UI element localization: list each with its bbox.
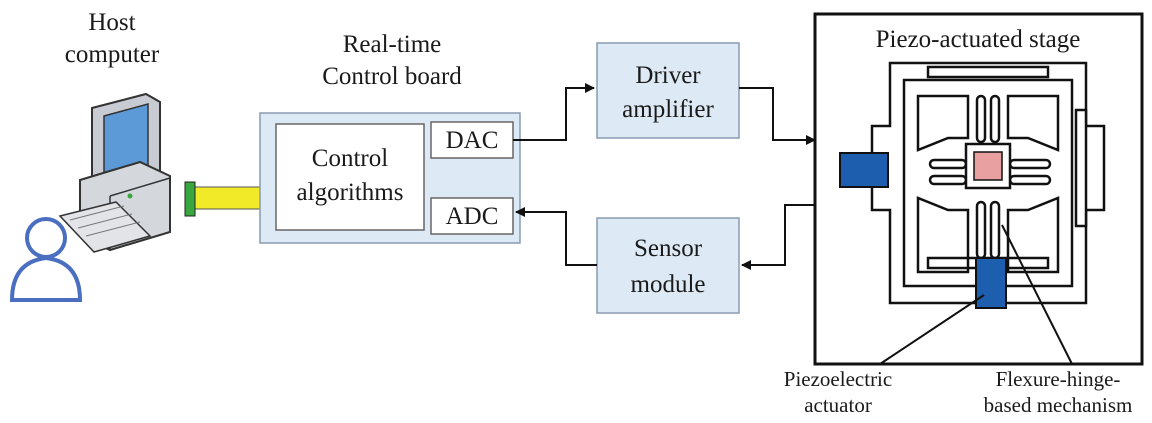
host-label-line2: computer: [65, 41, 160, 68]
host-computer-icon: [58, 92, 171, 253]
sensor-line2: module: [631, 271, 706, 298]
piezo-annotation-line2: actuator: [804, 393, 872, 417]
dac-label: DAC: [446, 127, 499, 154]
control-algorithms-box: [275, 123, 425, 231]
piezo-annotation-line1: Piezoelectric: [784, 367, 892, 391]
flexure-leader-line: [1001, 224, 1073, 365]
driver-amplifier-box: [596, 42, 740, 139]
piezo-actuator-y: [975, 257, 1007, 309]
sensor-module-box: [596, 217, 740, 314]
control-algorithms-line1: Control: [312, 145, 388, 172]
sensor-line1: Sensor: [634, 235, 703, 262]
dac-to-driver-arrow: [513, 83, 595, 141]
board-title-line2: Control board: [322, 63, 462, 90]
user-icon: [9, 217, 83, 302]
dac-box: [430, 121, 514, 159]
data-cable: [184, 181, 273, 217]
flexure-annotation-line2: based mechanism: [984, 393, 1133, 417]
piezo-leader-line: [879, 294, 985, 365]
sensor-to-adc-arrow: [515, 207, 597, 266]
signal-arrows: [513, 83, 816, 270]
stage-to-sensor-arrow: [741, 204, 815, 270]
driver-to-stage-arrow: [739, 87, 816, 145]
driver-line1: Driver: [635, 62, 701, 89]
piezo-actuator-x: [839, 152, 889, 188]
host-label-line1: Host: [88, 9, 135, 36]
board-title-line1: Real-time: [343, 31, 442, 58]
control-algorithms-line2: algorithms: [297, 179, 404, 206]
adc-label: ADC: [446, 203, 499, 230]
flexure-annotation-line1: Flexure-hinge-: [996, 367, 1121, 391]
stage-title: Piezo-actuated stage: [876, 26, 1081, 53]
driver-line2: amplifier: [622, 96, 714, 123]
adc-box: [430, 197, 514, 235]
